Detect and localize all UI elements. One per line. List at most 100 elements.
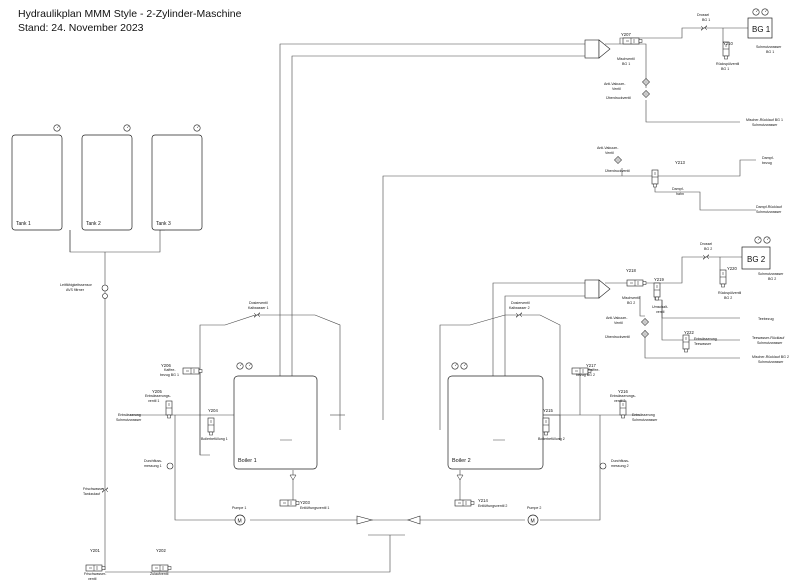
solenoid-valve-icon[interactable] (622, 37, 643, 45)
solenoid-valve-icon[interactable] (182, 367, 203, 375)
svg-text:Y206: Y206 (161, 363, 171, 368)
check-valve-icon (456, 474, 464, 481)
svg-text:Dosierventil: Dosierventil (511, 301, 530, 305)
svg-text:BG 2: BG 2 (704, 247, 712, 251)
svg-text:Entwässerungs-: Entwässerungs- (145, 394, 172, 398)
temperature-sensor-icon (245, 362, 253, 370)
svg-text:Durchfluss-: Durchfluss- (144, 459, 163, 463)
svg-text:ventil 2: ventil 2 (614, 399, 625, 403)
solenoid-valve-icon[interactable] (619, 400, 627, 419)
svg-text:M: M (531, 519, 535, 525)
pressure-gauge-icon (754, 236, 762, 244)
svg-text:Teewasser-Rücklauf: Teewasser-Rücklauf (752, 336, 784, 340)
svg-text:Entlüftungsventil 1: Entlüftungsventil 1 (300, 506, 329, 510)
svg-text:BG 2: BG 2 (724, 296, 732, 300)
svg-text:Boilerbefüllung 2: Boilerbefüllung 2 (538, 437, 565, 441)
svg-text:BG 2: BG 2 (747, 255, 766, 264)
pressure-gauge-icon (53, 124, 61, 132)
check-valve-icon (356, 515, 374, 525)
svg-text:Entlüftungsventil 2: Entlüftungsventil 2 (478, 504, 507, 508)
flow-sensor-icon (166, 462, 174, 470)
svg-text:Y214: Y214 (478, 498, 488, 503)
svg-text:Entwässerung: Entwässerung (118, 413, 141, 417)
pressure-gauge-icon (123, 124, 131, 132)
svg-text:Dampf-: Dampf- (762, 156, 775, 160)
svg-text:Y207: Y207 (621, 32, 631, 37)
check-valve-icon (289, 474, 297, 481)
pipes (69, 27, 756, 573)
svg-text:Tank 2: Tank 2 (86, 221, 101, 227)
temperature-sensor-icon (763, 236, 771, 244)
check-valve-icon (642, 90, 650, 98)
svg-text:Pumpe 1: Pumpe 1 (232, 506, 246, 510)
svg-text:Kaffee-: Kaffee- (164, 368, 176, 372)
solenoid-valve-icon[interactable] (626, 279, 647, 287)
svg-text:Y216: Y216 (618, 389, 628, 394)
brew-group-1: BG 1 (747, 17, 773, 39)
tank-2: Tank 2 (81, 134, 133, 231)
svg-text:Mischer-Rücklauf BG 1: Mischer-Rücklauf BG 1 (746, 118, 783, 122)
svg-text:Ventil: Ventil (612, 87, 621, 91)
svg-text:hahn: hahn (676, 192, 684, 196)
solenoid-valve-icon[interactable] (651, 169, 659, 188)
svg-text:ventil 1: ventil 1 (148, 399, 159, 403)
solenoid-valve-icon[interactable] (542, 417, 550, 436)
boiler-2: Boiler 2 (447, 375, 544, 470)
diagram-date: Stand: 24. November 2023 (18, 22, 144, 34)
svg-text:bezug BG 1: bezug BG 1 (160, 373, 179, 377)
svg-text:Y213: Y213 (675, 160, 685, 165)
svg-text:Frischwasser: Frischwasser (83, 487, 105, 491)
svg-text:Y219: Y219 (654, 277, 664, 282)
check-valve-icon (641, 330, 649, 338)
svg-text:Zulaufventil: Zulaufventil (150, 572, 169, 576)
svg-text:Teewasser: Teewasser (694, 342, 712, 346)
pressure-gauge-icon (236, 362, 244, 370)
svg-text:Dampf-: Dampf- (672, 187, 685, 191)
mixer-bg2 (584, 279, 611, 299)
svg-text:Leitfähigkeitssensor: Leitfähigkeitssensor (60, 283, 93, 287)
svg-text:Entwässerungs-: Entwässerungs- (610, 394, 637, 398)
flow-sensor-icon (102, 293, 108, 299)
svg-text:Mischventil: Mischventil (617, 57, 635, 61)
svg-text:ventil: ventil (88, 577, 97, 581)
svg-text:Dampf-Rücklauf: Dampf-Rücklauf (756, 205, 782, 209)
svg-text:BG 1: BG 1 (721, 67, 729, 71)
svg-text:Anti-Vakuum-: Anti-Vakuum- (606, 316, 628, 320)
svg-text:Mischventil: Mischventil (622, 296, 640, 300)
solenoid-valve-icon[interactable] (454, 499, 475, 507)
svg-text:BG 1: BG 1 (766, 50, 774, 54)
svg-text:Teebezug: Teebezug (758, 317, 774, 321)
svg-text:Schmutzwasser: Schmutzwasser (756, 45, 782, 49)
svg-text:Kaltwasser 2: Kaltwasser 2 (509, 306, 530, 310)
svg-text:Schmutzwasser: Schmutzwasser (758, 360, 784, 364)
svg-text:Kaffee-: Kaffee- (588, 368, 600, 372)
svg-text:Tankzulauf: Tankzulauf (83, 492, 100, 496)
valve-ids: Y207 Y210 Y213 Y218 Y219 Y220 Y222 Y206 … (90, 32, 737, 553)
solenoid-valve-icon[interactable] (85, 564, 106, 572)
svg-text:BG 2: BG 2 (768, 277, 776, 281)
solenoid-valve-icon[interactable] (719, 269, 727, 288)
solenoid-valve-icon[interactable] (165, 400, 173, 419)
pressure-gauge-icon (451, 362, 459, 370)
boiler-1: Boiler 1 (233, 375, 318, 470)
svg-text:Umschalt-: Umschalt- (652, 305, 669, 309)
svg-text:Y217: Y217 (586, 363, 596, 368)
solenoid-valve-icon[interactable] (279, 499, 300, 507)
svg-text:Überdruckventil: Überdruckventil (606, 96, 631, 100)
pump-1: M (234, 514, 246, 526)
svg-text:Anti-Vakuum-: Anti-Vakuum- (604, 82, 626, 86)
svg-text:Y210: Y210 (723, 41, 733, 46)
svg-text:Mischer-Rücklauf BG 2: Mischer-Rücklauf BG 2 (752, 355, 789, 359)
solenoid-valve-icon[interactable] (207, 417, 215, 436)
svg-text:Tank 3: Tank 3 (156, 221, 171, 227)
check-valve-icon (407, 515, 421, 525)
solenoid-valve-icon[interactable] (682, 334, 690, 353)
solenoid-valve-icon[interactable] (151, 564, 172, 572)
svg-text:Drossel: Drossel (697, 13, 709, 17)
svg-text:BG 1: BG 1 (702, 18, 710, 22)
svg-text:Y201: Y201 (90, 548, 100, 553)
svg-text:AVS filtrner: AVS filtrner (66, 288, 85, 292)
svg-text:Anti-Vakuum-: Anti-Vakuum- (597, 146, 619, 150)
svg-text:Y204: Y204 (208, 408, 218, 413)
svg-text:Überdruckventil: Überdruckventil (605, 169, 630, 173)
